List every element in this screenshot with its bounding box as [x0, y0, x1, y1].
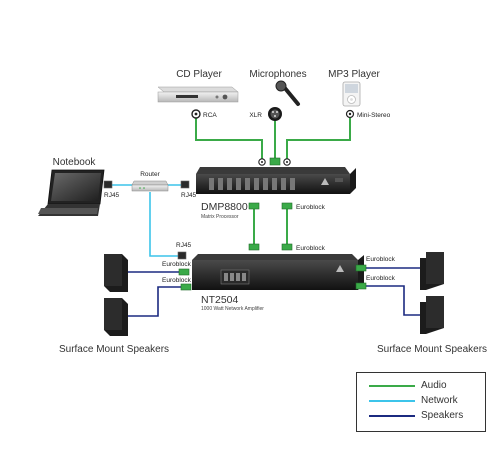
dmp8800-processor	[196, 167, 356, 194]
legend: Audio Network Speakers	[356, 372, 486, 432]
euroblock-amp-in-label: Euroblock	[296, 245, 326, 252]
cd-player-label: CD Player	[176, 69, 222, 80]
legend-audio-label: Audio	[421, 380, 447, 391]
legend-audio-swatch	[369, 385, 415, 387]
mp3-player-label: MP3 Player	[328, 69, 380, 80]
nt2504-amplifier	[192, 254, 364, 290]
legend-item-network: Network	[357, 394, 485, 408]
rj45-router-label: RJ45	[181, 192, 197, 199]
microphone-icon	[275, 80, 300, 106]
amp-out-right-bottom-icon	[355, 282, 367, 290]
speaker-right-top-icon	[420, 252, 444, 290]
euroblock-left-top-label: Euroblock	[162, 261, 192, 268]
euroblock-left-bottom-label: Euroblock	[162, 277, 192, 284]
processor-model-label: DMP8800	[201, 201, 248, 213]
speaker-left-top-icon	[104, 254, 128, 292]
processor-euroblock-out-2-icon	[281, 202, 293, 210]
euroblock-processor-label: Euroblock	[296, 204, 326, 211]
euroblock-right-bottom-label: Euroblock	[366, 275, 396, 282]
rj45-amp-label: RJ45	[176, 242, 192, 249]
speakers-left-label: Surface Mount Speakers	[59, 344, 169, 355]
mini-stereo-label: Mini-Stereo	[357, 112, 391, 119]
speaker-right-bottom-icon	[420, 296, 444, 334]
rj45-notebook-port-icon	[103, 180, 113, 189]
amp-euroblock-in-1-icon	[248, 243, 260, 251]
rj45-processor-port-icon	[180, 180, 190, 189]
mini-stereo-connector-icon	[345, 109, 355, 119]
xlr-connector-icon	[268, 107, 282, 121]
notebook-label: Notebook	[53, 157, 97, 168]
legend-network-swatch	[369, 400, 415, 402]
legend-item-speakers: Speakers	[357, 409, 485, 423]
cd-player	[157, 86, 239, 103]
amp-out-left-top-icon	[178, 268, 190, 276]
brand-logo-icon	[321, 178, 329, 185]
legend-speakers-swatch	[369, 415, 415, 417]
processor-audio-inputs	[258, 157, 291, 166]
processor-euroblock-out-1-icon	[248, 202, 260, 210]
audio-cables	[195, 118, 351, 247]
router-label: Router	[140, 171, 160, 178]
legend-network-label: Network	[421, 395, 458, 406]
processor-desc-label: Matrix Processor	[201, 214, 239, 220]
legend-item-audio: Audio	[357, 379, 485, 393]
amp-out-left-bottom-icon	[180, 283, 192, 291]
legend-speakers-label: Speakers	[421, 410, 464, 421]
speaker-cables	[128, 267, 420, 317]
speaker-left-bottom-icon	[104, 298, 128, 336]
amp-model-label: NT2504	[201, 294, 239, 306]
microphones-label: Microphones	[249, 69, 306, 80]
router-icon	[131, 180, 169, 192]
notebook-icon	[38, 169, 105, 216]
rca-label: RCA	[203, 112, 217, 119]
mp3-player-icon	[342, 81, 361, 107]
rj45-amp-port-icon	[177, 251, 187, 260]
rj45-notebook-label: RJ45	[104, 192, 120, 199]
amp-desc-label: 1000 Watt Network Amplifier	[201, 306, 264, 312]
xlr-label: XLR	[249, 112, 262, 119]
euroblock-right-top-label: Euroblock	[366, 256, 396, 263]
amp-out-right-top-icon	[355, 264, 367, 272]
speakers-right-label: Surface Mount Speakers	[377, 344, 487, 355]
amp-euroblock-in-2-icon	[281, 243, 293, 251]
rca-connector-icon	[191, 109, 201, 119]
amp-brand-logo-icon	[336, 265, 344, 272]
